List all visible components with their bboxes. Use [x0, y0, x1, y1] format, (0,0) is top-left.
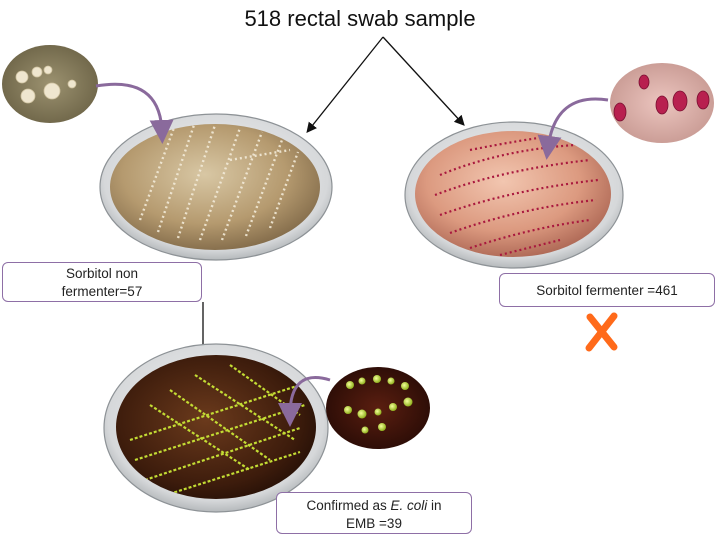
sorbitol-non-fermenter-box: Sorbitol non fermenter=57 — [2, 262, 202, 302]
zoom-tan-colonies — [2, 45, 98, 123]
non-fermenter-line2: fermenter=57 — [3, 283, 201, 301]
fermenter-text: Sorbitol fermenter =461 — [536, 283, 677, 298]
confirmed-line1: Confirmed as E. coli in — [277, 497, 471, 515]
curved-arrow-icon — [96, 84, 162, 132]
emb-plate — [104, 344, 328, 512]
smac-plate-fermenter — [405, 122, 623, 268]
arrow-to-smac-fermenter — [383, 37, 463, 124]
confirmed-line2: EMB =39 — [277, 515, 471, 533]
zoom-green-colonies — [326, 367, 430, 449]
confirmed-ecoli-box: Confirmed as E. coli in EMB =39 — [276, 492, 472, 534]
smac-plate-non-fermenter — [100, 114, 332, 260]
confirmed-suffix: in — [427, 498, 441, 513]
confirmed-organism: E. coli — [391, 498, 428, 513]
confirmed-prefix: Confirmed as — [306, 498, 390, 513]
arrow-to-smac-non-fermenter — [308, 37, 383, 131]
non-fermenter-line1: Sorbitol non — [3, 265, 201, 283]
zoom-pink-colonies — [610, 63, 714, 143]
cross-icon — [589, 316, 614, 348]
sorbitol-fermenter-box: Sorbitol fermenter =461 — [499, 273, 715, 307]
